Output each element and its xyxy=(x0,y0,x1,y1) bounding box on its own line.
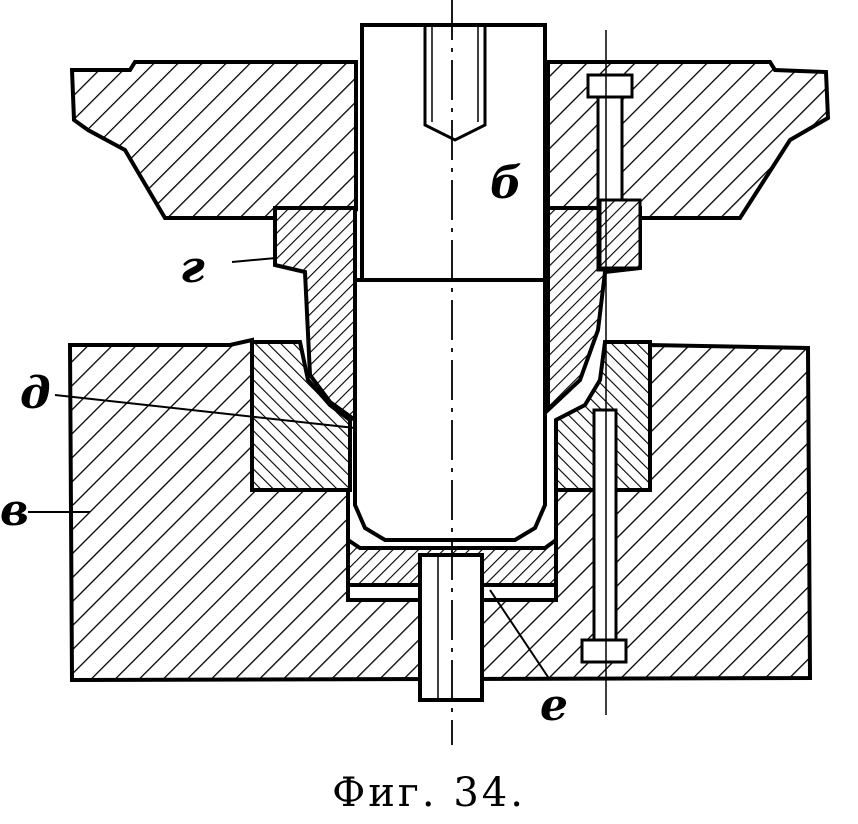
bolt-head-upper xyxy=(586,73,634,99)
leader-e xyxy=(489,589,551,681)
guide-bolt-lower xyxy=(592,408,618,657)
upper-plate xyxy=(69,60,358,220)
punch-threaded-hole xyxy=(423,25,487,142)
label-b: б xyxy=(490,158,522,209)
label-d: д xyxy=(20,368,51,419)
label-v: в xyxy=(0,485,29,536)
figure-caption: Фиг. 34. xyxy=(332,770,526,816)
bolt-head-lower xyxy=(580,638,628,664)
die-ring-left xyxy=(250,340,352,492)
label-g: г xyxy=(180,242,205,293)
ejector-pin xyxy=(418,553,484,702)
label-e: е xyxy=(540,680,568,731)
leader-d xyxy=(54,394,356,429)
punch xyxy=(353,23,547,542)
punch-sleeve-left xyxy=(273,206,357,424)
leader-g xyxy=(231,257,277,263)
